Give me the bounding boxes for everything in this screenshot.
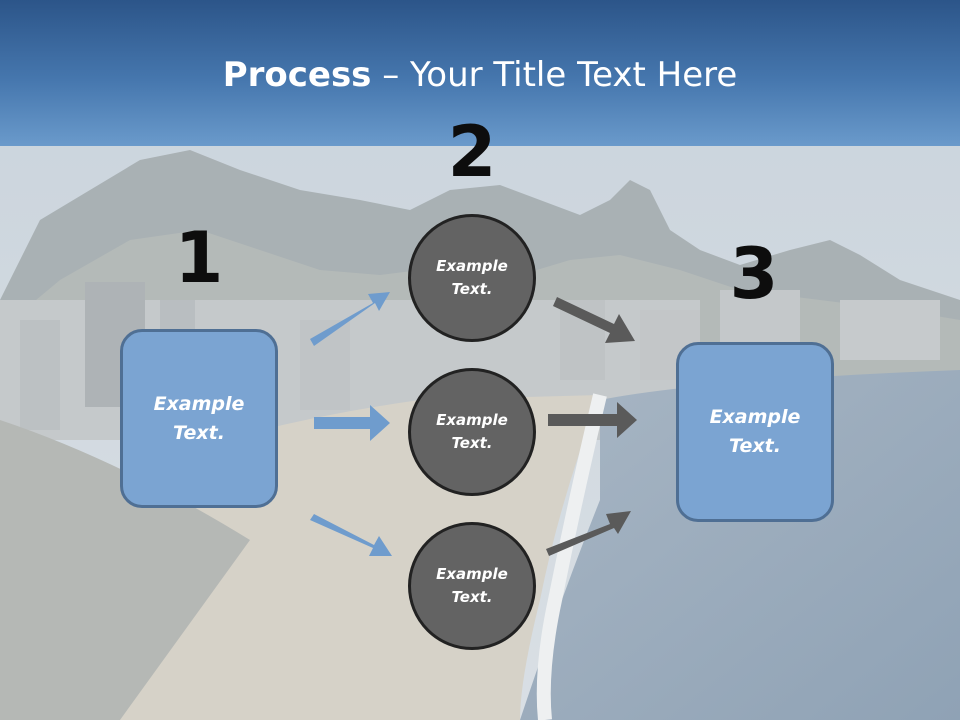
left-box-line-1: Example [153,392,245,415]
arrow-to-circle-3 [310,514,392,556]
left-text-box: Example Text. [120,329,278,508]
arrow-to-circle-1 [310,292,390,346]
step-number-1: 1 [174,217,224,299]
circle-middle-line-2: Text. [451,434,493,452]
title-bar: Process – Your Title Text Here [0,0,960,146]
step-number-2: 2 [447,111,497,193]
circle-middle: Example Text. [408,368,536,496]
arrow-from-circle-2 [548,402,637,438]
arrow-from-circle-1 [553,297,635,343]
left-box-line-2: Text. [173,421,225,444]
arrow-from-circle-3 [546,511,631,556]
step-number-3: 3 [729,233,779,315]
right-box-line-1: Example [709,406,801,428]
circle-top-line-2: Text. [451,280,493,298]
circle-top-line-1: Example [436,257,508,275]
circle-middle-line-1: Example [436,411,508,429]
slide-title: Process – Your Title Text Here [0,54,960,96]
circle-bottom-line-2: Text. [451,588,493,606]
circle-bottom-line-1: Example [436,565,508,583]
arrow-to-circle-2 [314,405,390,441]
right-box-line-2: Text. [729,435,781,457]
title-bold: Process [222,55,372,95]
right-text-box: Example Text. [676,342,834,522]
circle-top: Example Text. [408,214,536,342]
circle-bottom: Example Text. [408,522,536,650]
title-rest: – Your Title Text Here [371,55,738,95]
